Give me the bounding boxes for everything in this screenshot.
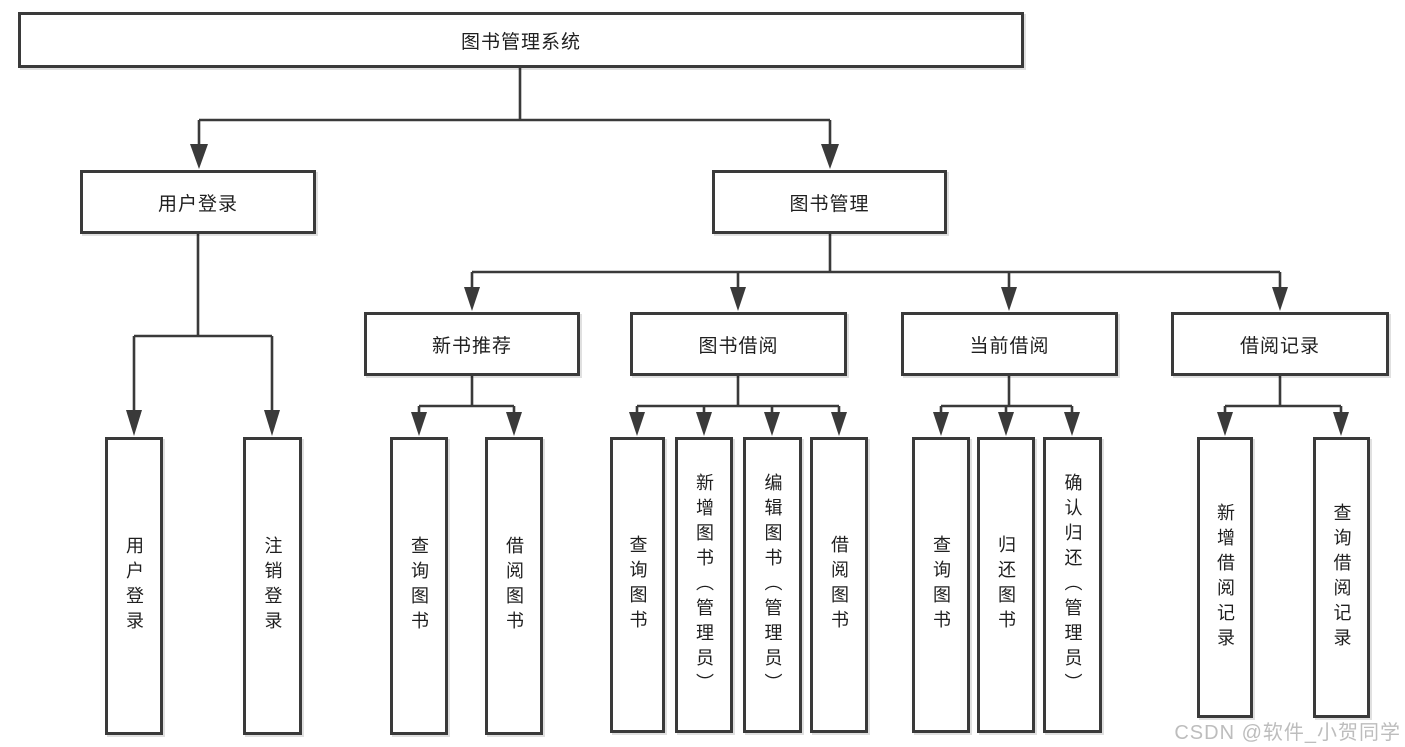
node-root: 图书管理系统 xyxy=(18,12,1024,68)
node-current-borrow: 当前借阅 xyxy=(901,312,1118,376)
node-rec-borrow-books: 借阅图书 xyxy=(485,437,543,735)
node-cb-confirm-return-admin: 确认归还（管理员） xyxy=(1043,437,1102,733)
node-label: 新增图书（管理员） xyxy=(694,472,714,698)
node-login: 用户登录 xyxy=(105,437,163,735)
node-logout: 注销登录 xyxy=(243,437,302,735)
node-label: 新书推荐 xyxy=(431,335,512,357)
node-borrow-records: 借阅记录 xyxy=(1171,312,1389,376)
node-bb-borrow-books: 借阅图书 xyxy=(810,437,868,733)
node-br-add-record: 新增借阅记录 xyxy=(1197,437,1253,718)
node-rec-query-books: 查询图书 xyxy=(390,437,448,735)
node-label: 查询图书 xyxy=(931,535,951,635)
node-label: 用户登录 xyxy=(124,536,144,636)
node-cb-return-books: 归还图书 xyxy=(977,437,1035,733)
node-cb-query-books: 查询图书 xyxy=(912,437,970,733)
node-label: 图书管理 xyxy=(789,193,870,215)
node-label: 确认归还（管理员） xyxy=(1062,472,1083,698)
node-label: 新增借阅记录 xyxy=(1215,502,1235,653)
node-label: 归还图书 xyxy=(996,535,1016,635)
node-bb-add-books-admin: 新增图书（管理员） xyxy=(675,437,733,733)
node-new-book-rec: 新书推荐 xyxy=(364,312,580,376)
node-label: 借阅图书 xyxy=(504,536,524,636)
node-label: 借阅记录 xyxy=(1239,335,1320,357)
node-user-login: 用户登录 xyxy=(80,170,316,234)
node-bb-query-books: 查询图书 xyxy=(610,437,665,733)
node-label: 当前借阅 xyxy=(969,335,1050,357)
node-label: 图书借阅 xyxy=(698,335,779,357)
node-br-query-record: 查询借阅记录 xyxy=(1313,437,1370,718)
node-bb-edit-books-admin: 编辑图书（管理员） xyxy=(743,437,802,733)
node-book-mgmt: 图书管理 xyxy=(712,170,947,234)
node-label: 查询图书 xyxy=(627,535,648,635)
node-label: 查询借阅记录 xyxy=(1331,502,1352,653)
node-label: 注销登录 xyxy=(262,536,283,636)
node-label: 图书管理系统 xyxy=(460,31,581,53)
node-label: 编辑图书（管理员） xyxy=(762,472,783,698)
node-label: 查询图书 xyxy=(409,536,429,636)
node-book-borrow: 图书借阅 xyxy=(630,312,847,376)
node-label: 借阅图书 xyxy=(829,535,849,635)
node-label: 用户登录 xyxy=(157,193,238,215)
